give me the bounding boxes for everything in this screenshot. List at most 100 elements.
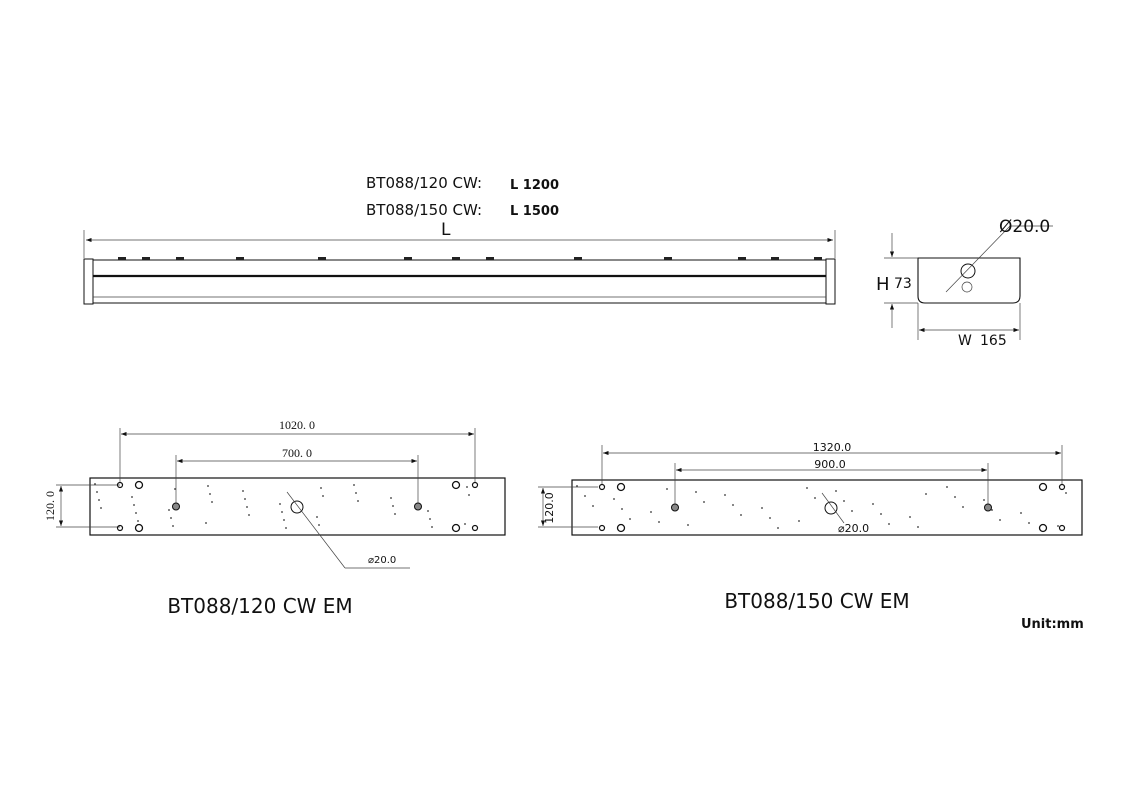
length-dimension-label: L xyxy=(441,220,451,240)
dot-mark xyxy=(98,499,100,501)
dot-mark xyxy=(279,503,281,505)
dot-mark xyxy=(740,514,742,516)
model-120-label: BT088/120 CW: xyxy=(366,174,482,192)
outer-spacing-value: 1020. 0 xyxy=(279,418,315,432)
dot-mark xyxy=(390,497,392,499)
height-label: H xyxy=(876,274,890,295)
dot-mark xyxy=(96,491,98,493)
dot-mark xyxy=(1057,525,1059,527)
dot-mark xyxy=(1020,512,1022,514)
dot-mark xyxy=(769,517,771,519)
screw-hole xyxy=(116,481,124,489)
mount-ring xyxy=(134,480,144,490)
dot-mark xyxy=(584,495,586,497)
clip-mark xyxy=(236,257,244,260)
dot-mark xyxy=(954,496,956,498)
end-profile xyxy=(917,257,1021,304)
side-view: BT088/120 CW: L 1200 BT088/150 CW: L 150… xyxy=(83,174,836,305)
screw-hole xyxy=(471,481,479,489)
gland-symbol xyxy=(961,281,973,293)
mounting-plate xyxy=(89,477,506,536)
dot-mark xyxy=(724,494,726,496)
dot-mark xyxy=(207,485,209,487)
hanging-hole xyxy=(414,502,422,511)
mount-ring xyxy=(451,480,461,490)
mount-ring xyxy=(616,523,626,533)
screw-hole xyxy=(598,483,606,491)
dot-mark xyxy=(468,494,470,496)
clip-mark xyxy=(814,257,822,260)
dot-mark xyxy=(431,526,433,528)
screw-hole xyxy=(471,524,479,532)
dot-mark xyxy=(732,504,734,506)
height-value: 73 xyxy=(894,276,912,292)
unit-label: Unit:mm xyxy=(1021,617,1084,632)
plate-150-title: BT088/150 CW EM xyxy=(724,589,909,613)
dot-mark xyxy=(316,516,318,518)
dot-mark xyxy=(246,506,248,508)
dot-mark xyxy=(1065,492,1067,494)
dot-mark xyxy=(131,496,133,498)
dot-mark xyxy=(94,483,96,485)
clip-mark xyxy=(176,257,184,260)
dot-mark xyxy=(888,523,890,525)
dot-mark xyxy=(962,506,964,508)
dot-mark xyxy=(761,507,763,509)
dot-mark xyxy=(353,484,355,486)
dot-mark xyxy=(355,492,357,494)
dot-mark xyxy=(576,485,578,487)
dot-mark xyxy=(814,497,816,499)
plate-120-view: 1020. 0 700. 0 120. 0 ⌀20.0 BT088/120 CW… xyxy=(43,418,506,618)
dot-mark xyxy=(174,488,176,490)
mount-ring xyxy=(134,523,144,533)
clip-mark xyxy=(118,257,126,260)
dot-mark xyxy=(917,526,919,528)
dot-mark xyxy=(466,486,468,488)
dot-mark xyxy=(168,509,170,511)
hanging-hole xyxy=(984,503,992,512)
diameter-label: Ø20.0 xyxy=(999,217,1050,237)
dot-mark xyxy=(843,500,845,502)
dot-mark xyxy=(244,498,246,500)
dot-mark xyxy=(242,490,244,492)
screw-hole xyxy=(598,524,606,532)
length-120-value: L 1200 xyxy=(510,178,559,193)
dot-mark xyxy=(806,487,808,489)
mounting-holes xyxy=(576,482,1067,533)
mount-ring xyxy=(616,482,626,492)
dot-mark xyxy=(851,510,853,512)
dot-mark xyxy=(429,518,431,520)
dot-mark xyxy=(687,524,689,526)
outer-spacing-value: 1320.0 xyxy=(813,441,852,454)
clip-mark xyxy=(318,257,326,260)
dot-mark xyxy=(798,520,800,522)
clip-mark xyxy=(486,257,494,260)
end-view: Ø20.0 H 73 W 165 xyxy=(876,217,1053,349)
inner-spacing-value: 700. 0 xyxy=(282,446,312,460)
clip-mark xyxy=(664,257,672,260)
dot-mark xyxy=(322,495,324,497)
hole-diameter-label: ⌀20.0 xyxy=(838,522,869,535)
hanging-hole xyxy=(172,502,180,511)
dot-mark xyxy=(658,521,660,523)
screw-hole xyxy=(1058,483,1066,491)
plate-150-view: 1320.0 900.0 120.0 ⌀20.0 BT088/150 CW EM xyxy=(538,441,1083,613)
width-value: 165 xyxy=(980,333,1007,349)
dot-mark xyxy=(703,501,705,503)
cable-hole xyxy=(824,501,838,515)
dot-mark xyxy=(1028,522,1030,524)
dot-mark xyxy=(946,486,948,488)
dot-mark xyxy=(100,507,102,509)
end-cap-left xyxy=(83,258,94,305)
dot-mark xyxy=(613,498,615,500)
dot-mark xyxy=(695,491,697,493)
dot-mark xyxy=(909,516,911,518)
dot-mark xyxy=(983,499,985,501)
dot-mark xyxy=(172,525,174,527)
dot-mark xyxy=(170,517,172,519)
width-value: 120. 0 xyxy=(43,491,57,521)
dot-mark xyxy=(133,504,135,506)
mount-ring xyxy=(451,523,461,533)
mounting-plate xyxy=(571,479,1083,536)
end-cap-right xyxy=(825,258,836,305)
